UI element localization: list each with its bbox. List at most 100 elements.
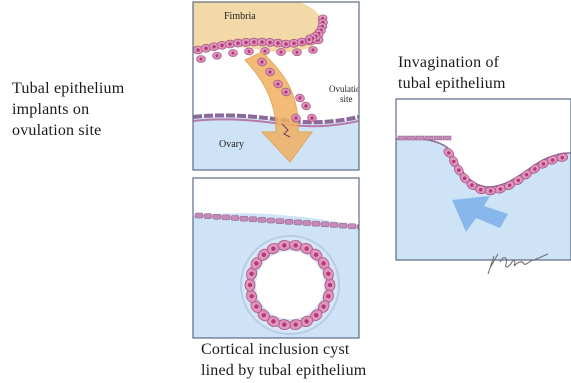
surface-cell: [195, 213, 203, 218]
cell-nucleus: [321, 304, 326, 309]
surface-cell: [312, 221, 320, 226]
surface-cell: [416, 136, 424, 140]
cell-nucleus: [271, 319, 276, 324]
cell-nucleus: [308, 38, 311, 41]
cell-nucleus: [326, 294, 331, 299]
surface-cell: [434, 136, 442, 140]
panel-ovulation-site: Fimbria Ovulation site Ovary: [193, 2, 365, 170]
cell-nucleus: [196, 48, 200, 52]
cell-nucleus: [284, 90, 287, 93]
cell-nucleus: [293, 322, 298, 327]
label-ovulation-line1: Ovulation: [329, 84, 365, 94]
cell-nucleus: [304, 319, 309, 324]
cell-nucleus: [212, 45, 216, 49]
panel-invagination: [396, 99, 571, 260]
surface-cell: [321, 222, 329, 227]
label-ovulation-line2: site: [340, 94, 353, 104]
surface-cell: [425, 136, 433, 140]
cell-nucleus: [254, 261, 259, 266]
cell-nucleus: [542, 162, 546, 166]
surface-cell: [231, 216, 239, 221]
cell-nucleus: [298, 96, 301, 99]
cell-nucleus: [279, 50, 282, 53]
label-ovary: Ovary: [219, 139, 244, 150]
surface-cell: [348, 224, 356, 229]
cell-nucleus: [254, 304, 259, 309]
cell-nucleus: [499, 187, 503, 191]
surface-cell: [222, 215, 230, 220]
cell-nucleus: [252, 40, 256, 44]
cell-nucleus: [321, 261, 326, 266]
cell-nucleus: [304, 104, 307, 107]
cell-nucleus: [228, 42, 232, 46]
cell-nucleus: [314, 313, 319, 318]
cell-nucleus: [300, 40, 304, 44]
surface-cell: [285, 219, 293, 224]
cell-nucleus: [244, 41, 248, 45]
surface-cell: [357, 224, 365, 229]
cell-nucleus: [268, 41, 272, 45]
surface-cell: [443, 136, 451, 140]
surface-cell: [330, 222, 338, 227]
cell-nucleus: [326, 271, 331, 276]
surface-cell: [339, 223, 347, 228]
cell-nucleus: [248, 283, 253, 288]
cell-nucleus: [204, 47, 208, 51]
cell-nucleus: [231, 51, 234, 54]
cell-nucleus: [310, 116, 313, 119]
cell-nucleus: [260, 60, 263, 63]
cell-nucleus: [447, 151, 451, 155]
cell-nucleus: [271, 246, 276, 251]
cell-nucleus: [282, 322, 287, 327]
cell-nucleus: [263, 49, 266, 52]
cell-nucleus: [328, 283, 333, 288]
cell-nucleus: [470, 183, 474, 187]
cell-nucleus: [314, 253, 319, 258]
cell-nucleus: [293, 243, 298, 248]
cell-nucleus: [249, 294, 254, 299]
surface-cell: [276, 219, 284, 224]
cell-nucleus: [292, 41, 296, 45]
cell-nucleus: [304, 246, 309, 251]
surface-cell: [213, 214, 221, 219]
cell-nucleus: [479, 188, 483, 192]
cell-nucleus: [284, 42, 288, 46]
cell-nucleus: [508, 183, 512, 187]
surface-cell: [258, 217, 266, 222]
inclusion-cyst: [240, 235, 340, 335]
cell-nucleus: [262, 253, 267, 258]
cell-nucleus: [551, 158, 555, 162]
cell-nucleus: [282, 243, 287, 248]
cell-nucleus: [489, 189, 493, 193]
surface-cell: [398, 136, 406, 140]
surface-cell: [303, 221, 311, 226]
cell-nucleus: [276, 82, 279, 85]
cell-nucleus: [268, 70, 271, 73]
cell-nucleus: [276, 41, 280, 45]
cell-nucleus: [260, 40, 264, 44]
cell-nucleus: [236, 41, 240, 45]
cell-nucleus: [220, 43, 224, 47]
cell-nucleus: [533, 167, 537, 171]
cell-nucleus: [463, 176, 467, 180]
cell-nucleus: [457, 168, 461, 172]
panel-inclusion-cyst: [193, 178, 365, 338]
cell-nucleus: [295, 51, 298, 54]
cell-nucleus: [560, 156, 564, 160]
surface-cell: [249, 217, 257, 222]
surface-cell: [267, 218, 275, 223]
surface-cell: [294, 220, 302, 225]
cell-nucleus: [249, 271, 254, 276]
cell-nucleus: [452, 160, 456, 164]
cell-nucleus: [199, 57, 202, 60]
cell-nucleus: [247, 50, 250, 53]
cell-nucleus: [311, 48, 314, 51]
cell-nucleus: [262, 313, 267, 318]
cell-nucleus: [215, 54, 218, 57]
cell-nucleus: [294, 116, 297, 119]
cell-nucleus: [516, 178, 520, 182]
cell-nucleus: [525, 173, 529, 177]
surface-cell: [407, 136, 415, 140]
surface-cell: [240, 216, 248, 221]
